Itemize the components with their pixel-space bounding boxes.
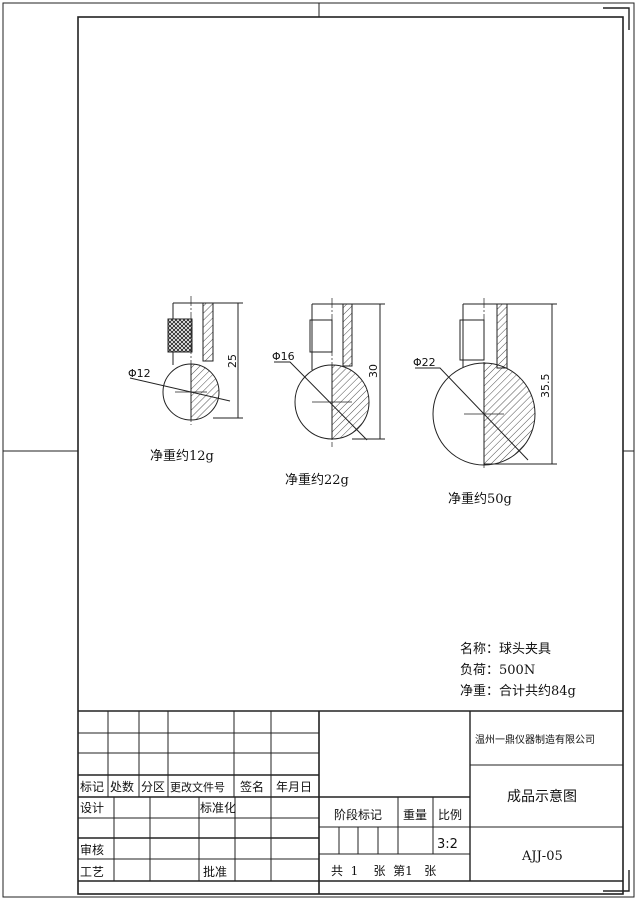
drawing-number: AJJ-05 bbox=[521, 849, 563, 864]
design-label: 设计 bbox=[80, 801, 104, 815]
height-label: 35.5 bbox=[539, 374, 552, 399]
drawing-title: 成品示意图 bbox=[507, 788, 577, 805]
weight-label-3: 净重约50g bbox=[448, 491, 512, 507]
weight-label-2: 净重约22g bbox=[285, 472, 349, 488]
diameter-label: Φ12 bbox=[128, 367, 151, 380]
spec-weight: 净重：合计共约84g bbox=[460, 683, 576, 699]
height-label: 30 bbox=[367, 364, 380, 378]
review-label: 审核 bbox=[80, 842, 104, 857]
diameter-label: Φ16 bbox=[272, 350, 295, 363]
sheet-count: 共 1 张 第1 张 bbox=[331, 864, 436, 878]
part-ball-12: Φ12 25 bbox=[128, 296, 243, 425]
header-signature: 签名 bbox=[240, 779, 264, 794]
scale-value: 3:2 bbox=[437, 837, 458, 852]
header-zone: 分区 bbox=[141, 780, 165, 794]
title-block-text: 标记 处数 分区 更改文件号 签名 年月日 设计 标准化 审核 工艺 批准 阶段… bbox=[80, 733, 595, 879]
spec-load: 负荷：500N bbox=[460, 663, 535, 678]
weight-label: 重量 bbox=[403, 808, 427, 822]
header-date: 年月日 bbox=[276, 780, 312, 794]
process-label: 工艺 bbox=[80, 865, 104, 879]
scale-label: 比例 bbox=[438, 808, 462, 822]
height-label: 25 bbox=[226, 354, 239, 368]
standardization-label: 标准化 bbox=[200, 801, 236, 815]
spec-name: 名称：球头夹具 bbox=[460, 641, 551, 657]
approve-label: 批准 bbox=[203, 864, 227, 879]
diameter-label: Φ22 bbox=[413, 356, 436, 369]
title-block bbox=[78, 710, 623, 894]
company-name: 温州一鼎仪器制造有限公司 bbox=[475, 733, 595, 746]
header-mark: 标记 bbox=[80, 780, 104, 794]
weight-label-1: 净重约12g bbox=[150, 448, 214, 464]
stage-mark-label: 阶段标记 bbox=[334, 807, 382, 822]
part-ball-16: Φ16 30 bbox=[272, 298, 385, 447]
header-count: 处数 bbox=[110, 779, 134, 794]
part-ball-22: Φ22 35.5 bbox=[413, 298, 557, 470]
header-change-doc: 更改文件号 bbox=[170, 780, 225, 794]
